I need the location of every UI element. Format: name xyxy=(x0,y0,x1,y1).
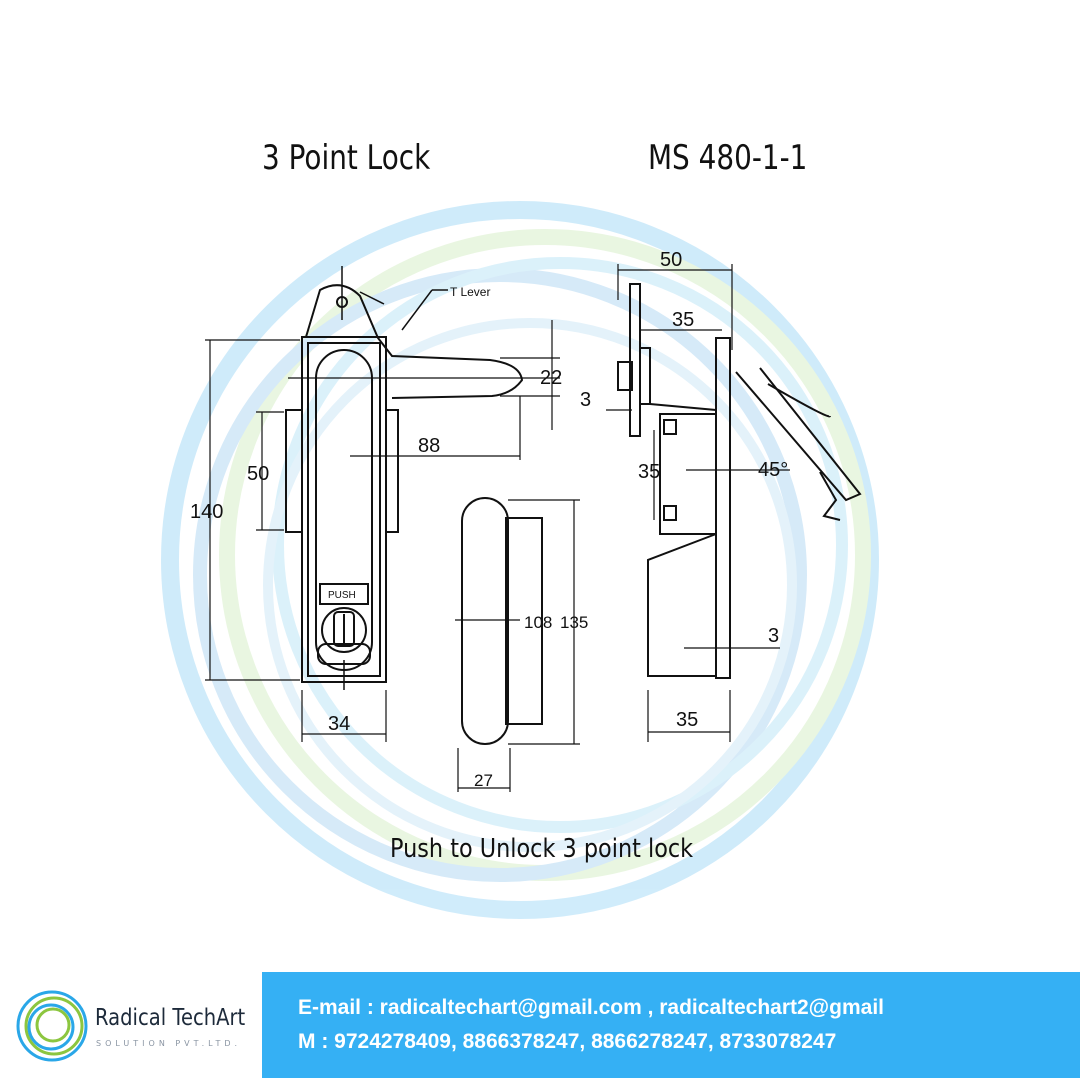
dim-handle-inner: 108 xyxy=(524,613,552,632)
dim-side-base-plate: 3 xyxy=(768,625,779,647)
dim-side-depth: 50 xyxy=(660,249,682,271)
contact-band: E-mail : radicaltechart@gmail.com , radi… xyxy=(262,972,1080,1078)
contact-email: E-mail : radicaltechart@gmail.com , radi… xyxy=(298,996,884,1019)
brand-tagline: SOLUTION PVT.LTD. xyxy=(96,1039,242,1048)
dim-side-spacing: 35 xyxy=(638,461,660,483)
dim-handle-width: 27 xyxy=(474,771,493,790)
dim-lever-reach: 88 xyxy=(418,435,440,457)
dim-side-plate: 3 xyxy=(580,389,591,411)
push-label: PUSH xyxy=(328,590,356,601)
dim-side-base-depth: 35 xyxy=(676,709,698,731)
dim-side-mid-depth: 35 xyxy=(672,309,694,331)
brand-logo-icon xyxy=(16,990,88,1062)
drawing-title: 3 Point Lock xyxy=(262,138,431,178)
dim-lever-thickness: 22 xyxy=(540,367,562,389)
dim-handle-outer: 135 xyxy=(560,613,588,632)
callout-label: T Lever xyxy=(450,285,490,299)
drawing-caption: Push to Unlock 3 point lock xyxy=(390,834,694,864)
brand-name: Radical TechArt xyxy=(95,1005,246,1031)
handle-view xyxy=(455,497,580,792)
footer-logo-area xyxy=(0,972,262,1078)
dim-height: 140 xyxy=(190,501,223,523)
contact-phone: M : 9724278409, 8866378247, 8866278247, … xyxy=(298,1030,837,1053)
dim-body-width: 34 xyxy=(328,713,350,735)
model-number: MS 480-1-1 xyxy=(648,138,808,178)
front-view xyxy=(205,266,560,742)
dim-side-angle: 45° xyxy=(758,459,788,481)
side-view xyxy=(606,264,862,742)
dim-inset-height: 50 xyxy=(247,463,269,485)
